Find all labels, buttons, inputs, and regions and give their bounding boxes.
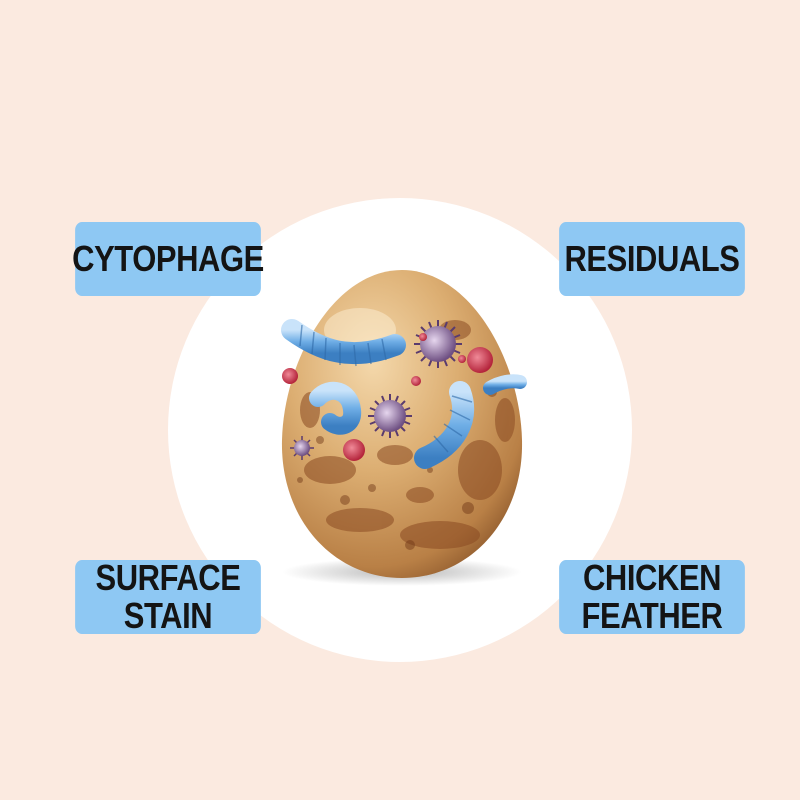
- label-cytophage: CYTOPHAGE: [72, 222, 264, 296]
- virus-icon: [290, 320, 462, 460]
- label-chicken-feather-line2: FEATHER: [581, 595, 723, 636]
- label-chicken-feather: CHICKEN FEATHER: [559, 557, 745, 636]
- label-residuals: RESIDUALS: [559, 222, 745, 296]
- red-cell-icon: [282, 333, 493, 461]
- label-surface-stain: SURFACE STAIN: [75, 557, 261, 636]
- label-surface-stain-line2: STAIN: [123, 595, 213, 636]
- label-chicken-feather-line1: CHICKEN: [582, 557, 722, 599]
- surface-stains: [300, 320, 515, 549]
- label-residuals-text: RESIDUALS: [564, 238, 740, 280]
- label-cytophage-text: CYTOPHAGE: [72, 238, 264, 280]
- label-surface-stain-line1: SURFACE: [95, 557, 241, 599]
